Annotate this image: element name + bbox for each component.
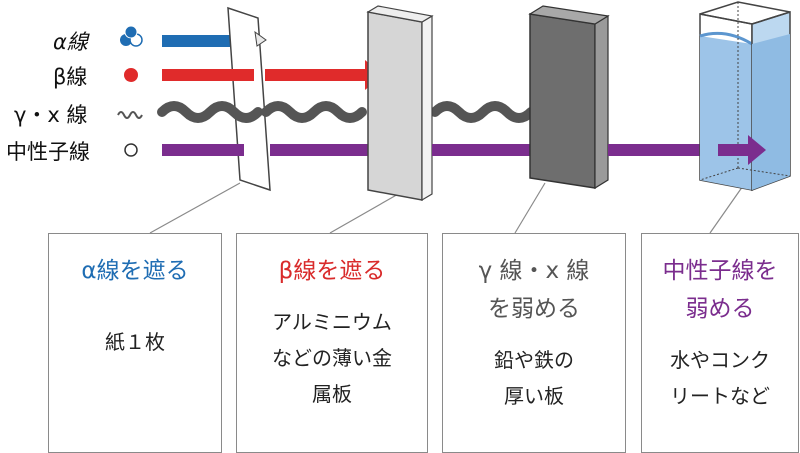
alpha-particle-icon xyxy=(120,25,143,47)
paper-box-desc: 紙１枚 xyxy=(105,330,165,354)
paper-box: α線を遮る 紙１枚 xyxy=(48,233,222,453)
lead-box-title: γ 線・x 線 を弱める xyxy=(478,258,590,322)
water-box-title: 中性子線を 弱める xyxy=(662,258,778,322)
water-box-desc: 水やコンク リートなど xyxy=(670,348,770,408)
neutron-beam-3 xyxy=(432,144,532,156)
aluminum-box-title: β線を遮る xyxy=(278,258,386,284)
water-box: 中性子線を 弱める 水やコンク リートなど xyxy=(641,233,799,453)
neutron-beam-2 xyxy=(270,144,375,156)
connector-line-aluminum xyxy=(329,192,401,234)
lead-box: γ 線・x 線 を弱める 鉛や鉄の 厚い板 xyxy=(442,233,626,453)
lead-box-desc: 鉛や鉄の 厚い板 xyxy=(494,348,574,408)
radiation-shielding-diagram xyxy=(117,1,791,234)
connector-line-paper xyxy=(149,182,241,234)
alpha-label: α線 xyxy=(53,30,88,54)
neutron-beam-5 xyxy=(718,135,766,165)
neutron-beam-1 xyxy=(162,144,244,156)
gamma-wave-icon xyxy=(117,111,143,119)
beta-beam-1 xyxy=(162,69,254,81)
aluminum-box: β線を遮る アルミニウム などの薄い金 属板 xyxy=(236,233,428,453)
gamma-x-beam xyxy=(157,101,536,123)
connector-line-water xyxy=(709,182,746,234)
gamma-x-label: γ・x 線 xyxy=(14,103,88,127)
beta-label: β線 xyxy=(53,65,88,89)
neutron-beam-4 xyxy=(608,144,718,156)
beta-particle-icon xyxy=(124,68,138,82)
connector-line-lead xyxy=(514,182,546,234)
aluminum-box-desc: アルミニウム などの薄い金 属板 xyxy=(272,310,392,406)
lead-shield xyxy=(528,5,610,190)
neutron-label: 中性子線 xyxy=(6,140,90,164)
neutron-particle-icon xyxy=(124,143,138,157)
paper-shield xyxy=(227,6,271,192)
beta-beam-2 xyxy=(265,60,383,90)
aluminum-shield xyxy=(366,5,434,202)
water-tank xyxy=(699,1,791,192)
paper-box-title: α線を遮る xyxy=(81,258,189,284)
connector-lines xyxy=(149,182,746,234)
